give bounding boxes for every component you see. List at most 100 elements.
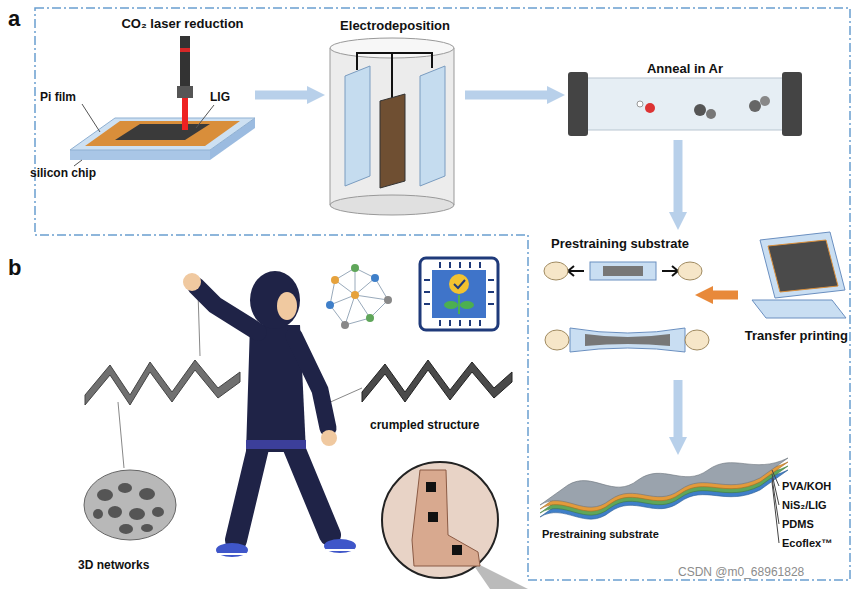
laser-illustration [70, 118, 255, 150]
prestrain-illustration [685, 330, 709, 350]
furnace-illustration [645, 103, 655, 113]
wearer-figure [118, 402, 124, 468]
wearer-figure [326, 388, 362, 404]
furnace-illustration [568, 72, 802, 136]
network-icon [351, 291, 359, 299]
step-title: Anneal in Ar [647, 61, 723, 77]
furnace-illustration [782, 72, 802, 136]
layer-stack [540, 458, 788, 543]
porous-network [84, 470, 176, 540]
part-label: 3D networks [78, 558, 149, 572]
beaker-illustration [330, 38, 454, 215]
foot-inset [382, 462, 498, 578]
process-arrow [674, 140, 683, 212]
layer-stack [540, 458, 788, 507]
wearer-figure [183, 273, 201, 291]
wearer-figure [246, 440, 306, 449]
furnace-illustration [585, 78, 785, 130]
network-icon [384, 296, 392, 304]
laser-illustration [82, 104, 100, 132]
part-label: PDMS [782, 518, 814, 531]
process-step: Anneal in Ar [565, 55, 805, 140]
transfer-illustration [752, 232, 846, 318]
laser-illustration [180, 48, 190, 52]
foot-inset [452, 545, 462, 555]
part-label: silicon chip [30, 166, 96, 180]
step-title: Prestraining substrate [551, 236, 689, 252]
beaker-illustration [345, 66, 370, 186]
furnace-illustration [637, 101, 643, 107]
process-arrow [465, 91, 547, 100]
part-label: PVA/KOH [782, 480, 831, 493]
part-label: crumpled structure [370, 418, 479, 432]
prestrain-illustration [678, 262, 702, 280]
connector-layer [255, 95, 738, 437]
beaker-illustration [330, 195, 454, 215]
chip-icon [449, 274, 469, 294]
beaker-illustration [454, 48, 455, 205]
panel-letter: a [8, 6, 20, 32]
step-title: Transfer printing [745, 328, 848, 344]
step-title: CO₂ laser reduction [121, 16, 243, 32]
step-title: Prestraining substrate [542, 528, 659, 541]
prestrain-illustration [603, 266, 643, 276]
furnace-illustration [694, 104, 706, 116]
porous-network [84, 470, 176, 540]
network-icon [326, 301, 334, 309]
porous-network [93, 509, 103, 519]
process-step: Electrodeposition [325, 12, 465, 210]
foot-inset [428, 512, 438, 522]
furnace-illustration [568, 72, 588, 136]
layer-stack [772, 478, 779, 524]
prestrain-illustration [570, 328, 685, 352]
wearer-figure [118, 271, 362, 557]
laser-illustration [180, 36, 190, 88]
laser-illustration [196, 105, 214, 128]
wearer-figure [294, 448, 330, 535]
layer-stack [772, 482, 779, 543]
porous-network [129, 508, 145, 520]
prestrain-illustration [544, 262, 709, 352]
chip-icon [420, 258, 498, 330]
panel-letter: b [8, 255, 21, 281]
crumpled-sheet [85, 360, 512, 405]
wearer-figure [196, 286, 258, 332]
foot-inset [412, 470, 480, 566]
laser-illustration [177, 86, 193, 98]
furnace-illustration [760, 96, 770, 106]
transfer-illustration [752, 300, 846, 318]
panel-frame [35, 8, 850, 580]
process-step: Transfer printing [738, 228, 850, 350]
network-icon [326, 264, 392, 329]
process-step: Prestraining substrate [540, 455, 770, 547]
chip-icon [432, 270, 486, 318]
porous-network [97, 489, 113, 501]
wearer-figure [277, 292, 297, 320]
panel-frame [35, 8, 850, 580]
watermark: CSDN @m0_68961828 [676, 565, 806, 579]
foot-inset [426, 482, 436, 492]
wearer-figure [218, 550, 354, 554]
network-icon [341, 321, 349, 329]
prestrain-illustration [662, 266, 678, 276]
beaker-illustration [330, 48, 454, 205]
foot-inset [382, 462, 528, 589]
laser-illustration [115, 124, 210, 140]
network-icon [351, 264, 359, 272]
network-icon [366, 314, 374, 322]
chip-icon [460, 301, 474, 309]
chip-icon [454, 280, 465, 288]
porous-network [118, 483, 132, 493]
porous-network [141, 524, 153, 532]
beaker-illustration [380, 94, 405, 188]
process-arrow [255, 91, 307, 100]
network-icon [331, 276, 339, 284]
prestrain-illustration [544, 262, 568, 280]
process-step: Prestraining substrate [545, 230, 695, 380]
furnace-illustration [749, 100, 761, 112]
prestrain-illustration [568, 266, 584, 276]
laser-illustration [70, 36, 255, 166]
beaker-illustration [420, 66, 445, 186]
